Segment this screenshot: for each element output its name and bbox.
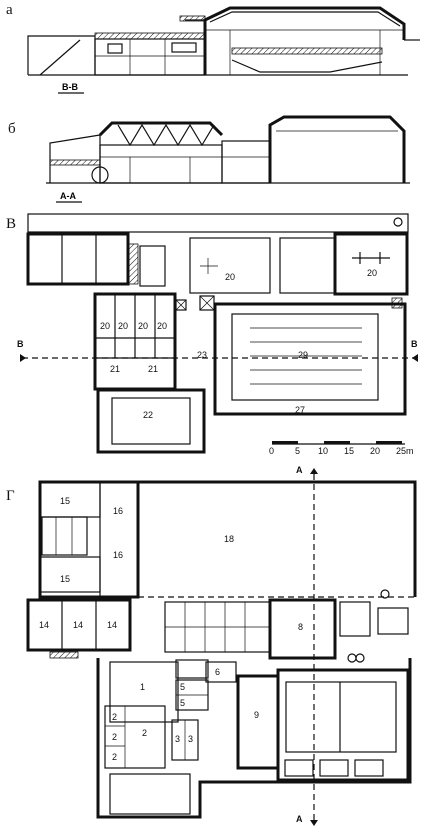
room-number: 5 <box>180 682 186 692</box>
room-number: 21 <box>148 364 159 374</box>
room-number: 18 <box>224 534 235 544</box>
cut-marker-top: А <box>296 465 303 475</box>
room-number: 16 <box>113 550 124 560</box>
room-number: 14 <box>39 620 50 630</box>
room-number: 16 <box>113 506 124 516</box>
ground-floor-plan <box>26 468 417 826</box>
room-number: 5 <box>180 698 186 708</box>
room-number: 3 <box>188 734 194 744</box>
room-number: 2 <box>112 732 118 742</box>
cut-marker-right: В <box>411 339 418 349</box>
room-number: 2 <box>112 752 118 762</box>
room-number: 8 <box>298 622 304 632</box>
room-number: 6 <box>215 667 221 677</box>
panel-v-plan: В <box>0 208 429 458</box>
scale-tick: 25m <box>396 446 414 456</box>
scale-tick: 5 <box>295 446 301 456</box>
room-number: 20 <box>118 321 129 331</box>
room-number: 14 <box>107 620 118 630</box>
panel-letter-v: В <box>6 216 17 232</box>
panel-a-section: а В-В <box>0 0 429 100</box>
panel-g-plan: Г <box>0 462 429 828</box>
upper-floor-plan <box>20 213 418 454</box>
section-label-bb: В-В <box>62 82 78 92</box>
section-bb-drawing: В-В <box>27 6 420 94</box>
section-aa-drawing: А-А <box>46 115 410 203</box>
room-number: 22 <box>143 410 154 420</box>
cut-marker-left: В <box>17 339 24 349</box>
room-number: 23 <box>197 350 208 360</box>
room-number: 20 <box>225 272 236 282</box>
room-number: 21 <box>110 364 121 374</box>
room-number: 14 <box>73 620 84 630</box>
room-number: 20 <box>367 268 378 278</box>
room-number: 9 <box>254 710 260 720</box>
cut-marker-bottom: А <box>296 814 303 824</box>
panel-letter-g: Г <box>6 488 15 504</box>
scale-tick: 0 <box>269 446 275 456</box>
panel-letter-b: б <box>8 121 16 137</box>
room-number: 2 <box>142 728 148 738</box>
room-number: 20 <box>138 321 149 331</box>
room-number: 29 <box>298 350 309 360</box>
room-number: 27 <box>295 405 306 415</box>
scale-tick: 15 <box>344 446 355 456</box>
panel-letter-a: а <box>6 2 13 18</box>
scale-tick: 20 <box>370 446 381 456</box>
section-label-aa: А-А <box>60 191 76 201</box>
scale-tick: 10 <box>318 446 329 456</box>
room-number: 3 <box>175 734 181 744</box>
room-number: 20 <box>157 321 168 331</box>
room-number: 15 <box>60 574 71 584</box>
room-number: 1 <box>140 682 146 692</box>
room-number: 15 <box>60 496 71 506</box>
panel-b-section: б А-А <box>0 105 429 205</box>
room-number: 20 <box>100 321 111 331</box>
room-number: 2 <box>112 712 118 722</box>
